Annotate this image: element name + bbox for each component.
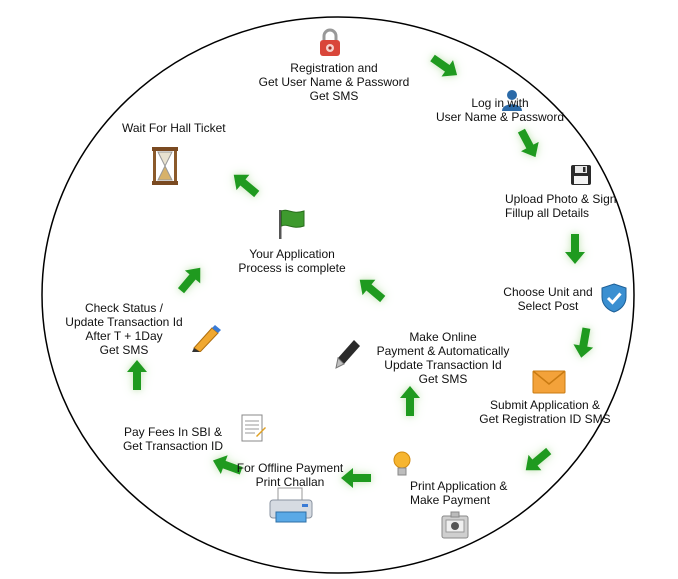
shield-check-icon — [601, 283, 627, 313]
step-submit-label: Submit Application & Get Registration ID… — [479, 398, 611, 426]
lock-icon — [320, 28, 340, 56]
arrow-online-to-complete — [353, 272, 390, 307]
flag-icon — [279, 209, 305, 239]
arrow-registration-to-login — [426, 49, 463, 84]
step-registration-label: Registration and Get User Name & Passwor… — [258, 61, 410, 103]
arrow-choose-unit-to-submit — [571, 326, 597, 360]
hourglass-icon — [152, 147, 178, 185]
arrow-print-to-online-payment — [400, 386, 420, 416]
pencil-icon — [192, 325, 221, 352]
step-choose-unit-label: Choose Unit and Select Post — [503, 285, 593, 313]
step-upload-label: Upload Photo & Sign Fillup all Details — [505, 192, 617, 220]
document-icon — [241, 414, 266, 442]
arrow-login-to-upload — [512, 125, 545, 162]
step-check-status-label: Check Status / Update Transaction Id Aft… — [65, 301, 183, 357]
arrow-submit-to-print — [519, 443, 556, 478]
envelope-icon — [532, 370, 566, 394]
step-wait-hall-ticket-label: Wait For Hall Ticket — [122, 121, 226, 135]
arrow-check-status-to-complete — [173, 261, 208, 298]
step-pay-fees-label: Pay Fees In SBI & Get Transaction ID — [122, 425, 224, 453]
lightbulb-icon — [393, 451, 411, 476]
arrow-complete-to-wait — [227, 167, 264, 202]
arrow-pay-fees-to-check-status — [127, 360, 147, 390]
arrow-upload-to-choose-unit — [565, 234, 585, 264]
step-online-payment-label: Make Online Payment & Automatically Upda… — [376, 330, 510, 386]
printer-icon — [269, 487, 313, 523]
step-application-complete-label: Your Application Process is complete — [238, 247, 346, 275]
step-offline-payment-label: For Offline Payment Print Challan — [236, 461, 344, 489]
floppy-disk-icon — [571, 165, 591, 185]
step-print-application-label: Print Application & Make Payment — [410, 479, 508, 507]
cash-register-icon — [441, 511, 469, 539]
step-login-label: Log in with User Name & Password — [435, 96, 565, 124]
user-icon — [502, 90, 522, 111]
pen-icon — [335, 340, 360, 369]
